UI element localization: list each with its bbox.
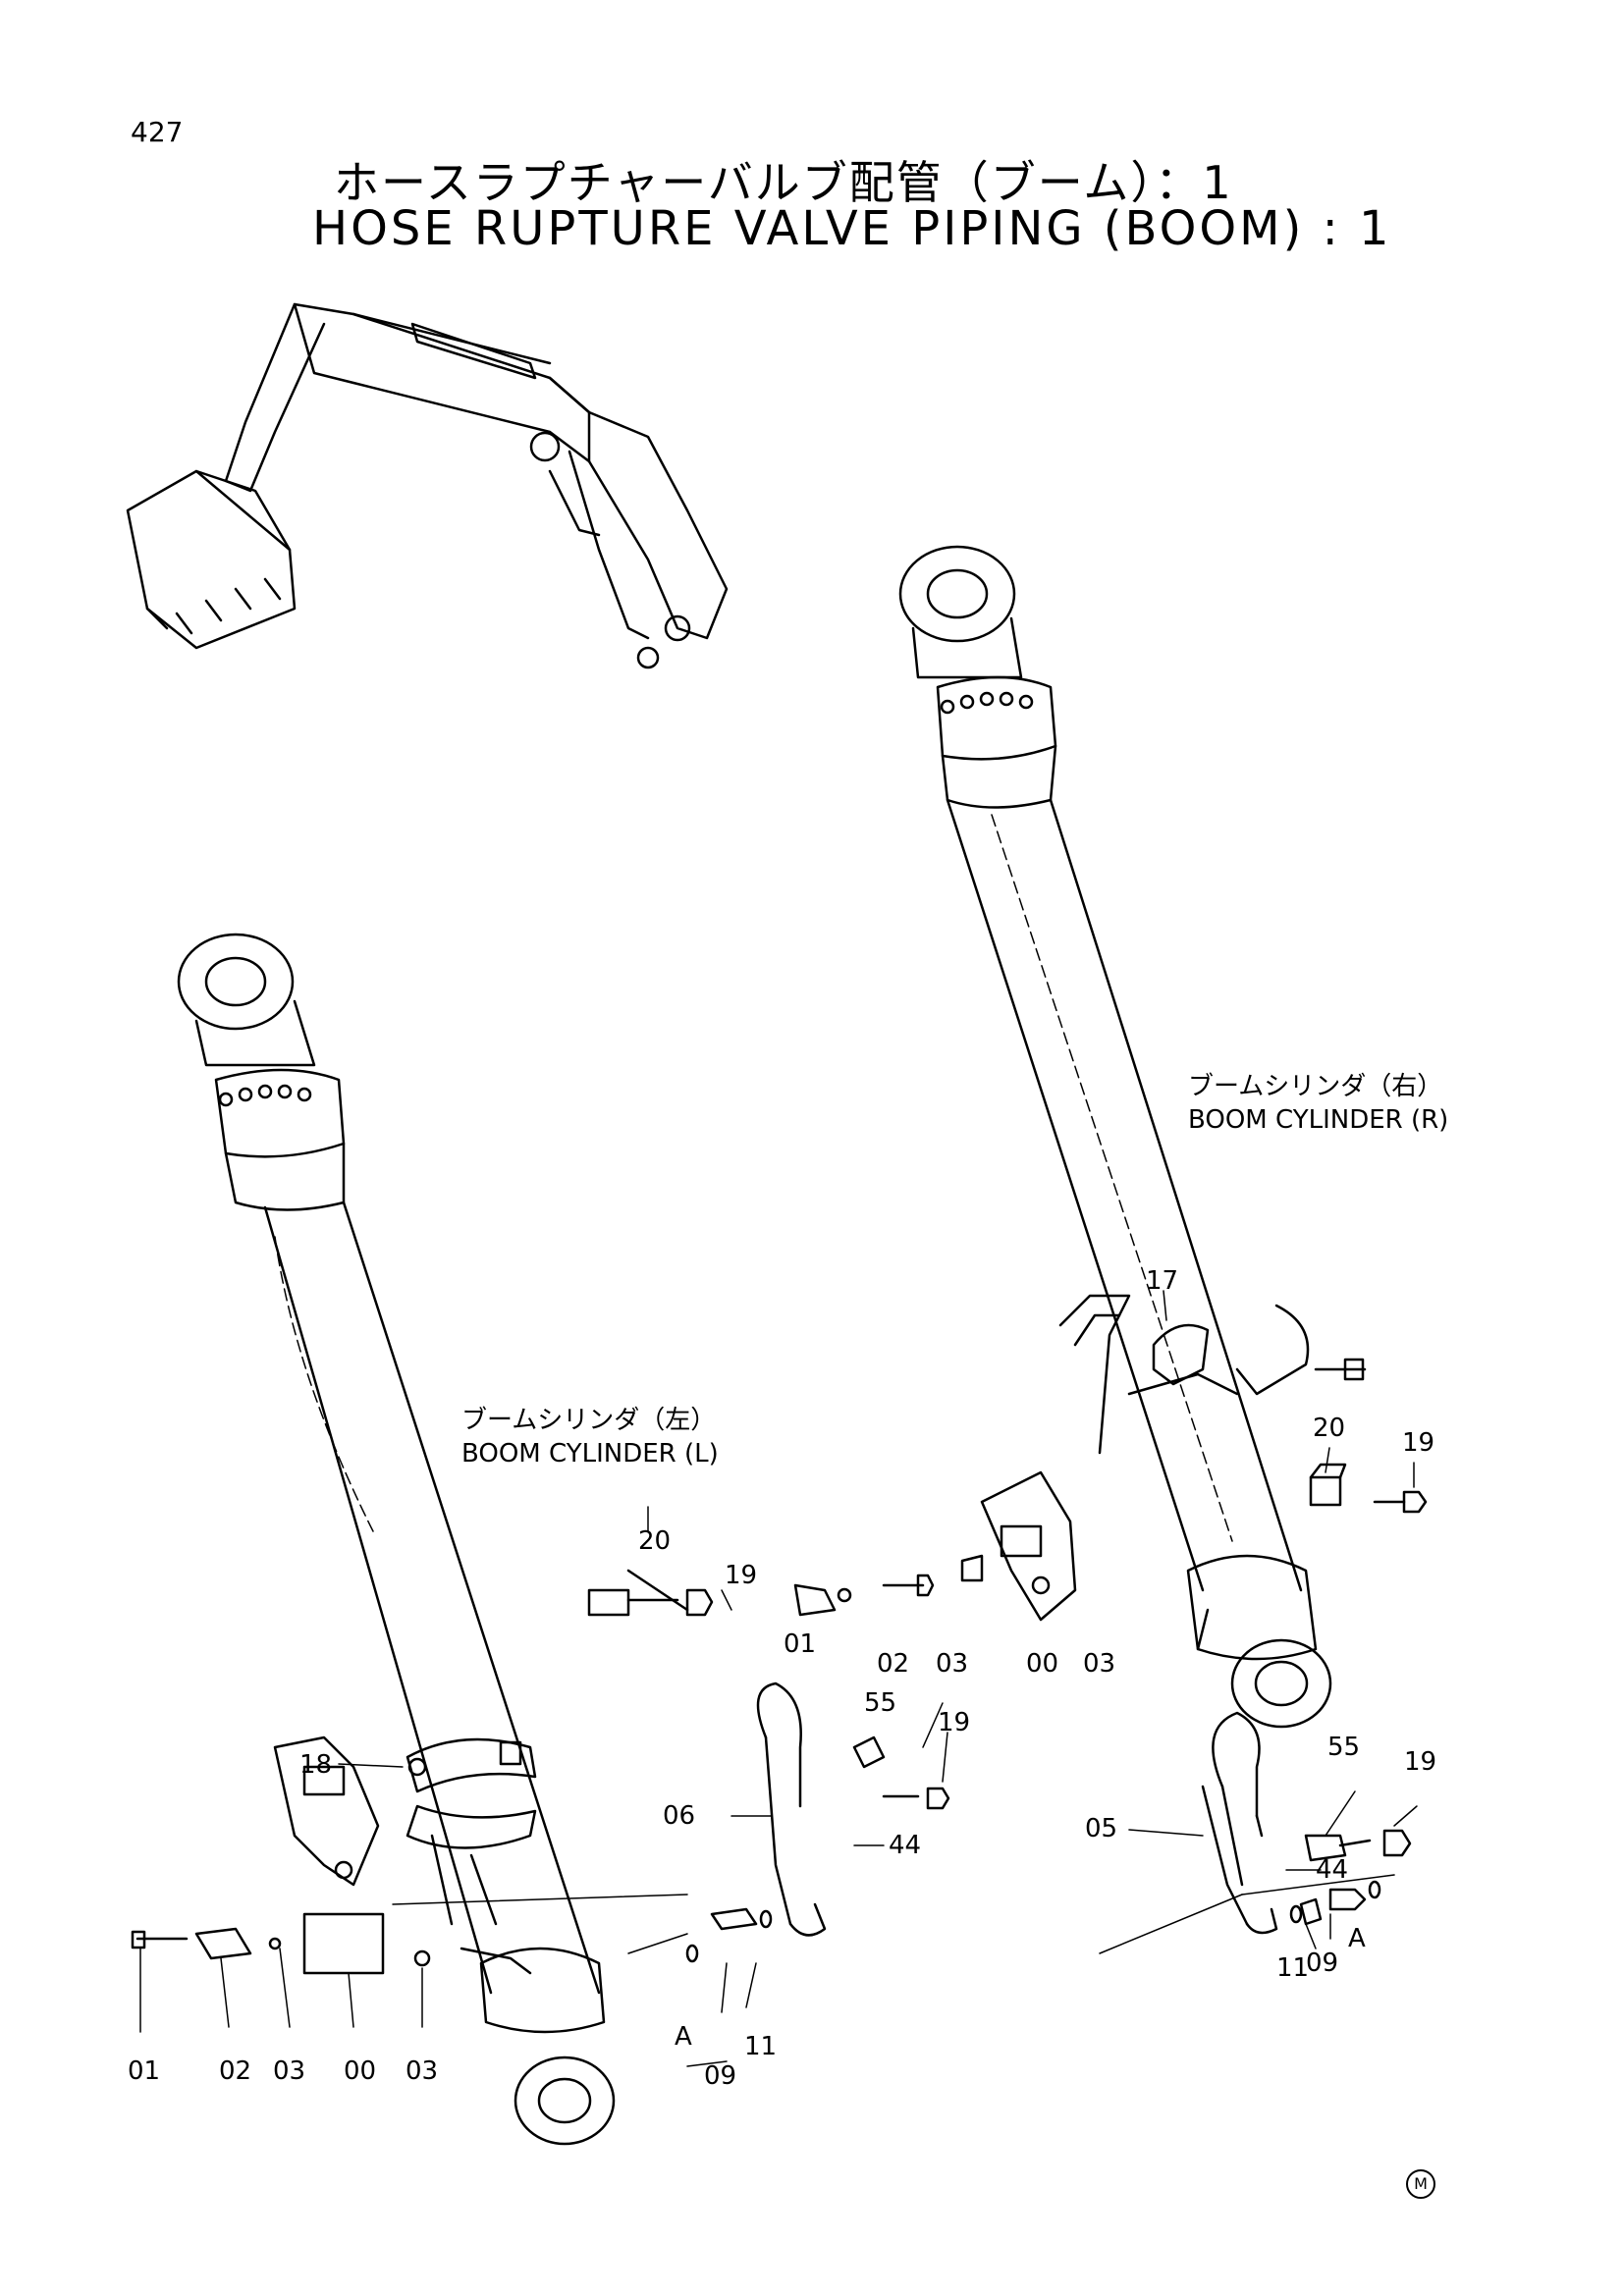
callout-02: 02 xyxy=(219,2056,252,2086)
cylinder-left-jp: ブームシリンダ（左） xyxy=(461,1406,717,1435)
callout-55: 55 xyxy=(1327,1733,1361,1762)
callout-11: 11 xyxy=(1276,1953,1310,1983)
callout-01: 01 xyxy=(128,2056,161,2086)
callout-03: 03 xyxy=(1083,1649,1116,1679)
callout-02: 02 xyxy=(877,1649,910,1679)
callout-03: 03 xyxy=(406,2056,439,2086)
callout-20: 20 xyxy=(638,1526,672,1556)
callout-11: 11 xyxy=(744,2032,778,2061)
callout-03: 03 xyxy=(936,1649,969,1679)
callout-03: 03 xyxy=(273,2056,306,2086)
registered-mark: M xyxy=(1406,2169,1435,2199)
callout-55: 55 xyxy=(864,1688,897,1718)
callout-a: A xyxy=(1348,1924,1366,1953)
callout-17: 17 xyxy=(1146,1266,1179,1296)
page-number: 427 xyxy=(131,116,184,148)
callout-44: 44 xyxy=(1316,1855,1349,1885)
callout-05: 05 xyxy=(1085,1814,1118,1843)
cylinder-left-label: ブームシリンダ（左） BOOM CYLINDER (L) xyxy=(461,1404,719,1470)
title-english: HOSE RUPTURE VALVE PIPING (BOOM) : 1 xyxy=(312,201,1392,256)
callout-19: 19 xyxy=(938,1708,971,1737)
callout-18: 18 xyxy=(299,1750,333,1780)
callout-00: 00 xyxy=(1026,1649,1059,1679)
title-japanese: ホースラプチャーバルブ配管（ブーム）：1 xyxy=(334,156,1233,209)
callout-19: 19 xyxy=(725,1561,758,1590)
callout-a: A xyxy=(675,2022,692,2052)
excavator-attachment-illustration xyxy=(126,302,729,669)
boom-cylinder-right xyxy=(898,545,1332,1729)
right-hardware xyxy=(793,1294,1428,1935)
cylinder-right-label: ブームシリンダ（右） BOOM CYLINDER (R) xyxy=(1188,1070,1448,1137)
callout-20: 20 xyxy=(1313,1414,1346,1443)
callout-09: 09 xyxy=(704,2061,737,2091)
callout-09: 09 xyxy=(1306,1949,1339,1978)
boom-cylinder-left xyxy=(177,933,616,2146)
left-hardware xyxy=(131,1569,950,1975)
cylinder-right-en: BOOM CYLINDER (R) xyxy=(1188,1105,1449,1135)
callout-19: 19 xyxy=(1402,1428,1435,1458)
leader-lines xyxy=(139,1290,1418,2067)
cylinder-left-en: BOOM CYLINDER (L) xyxy=(461,1439,719,1468)
callout-06: 06 xyxy=(663,1801,696,1831)
callout-44: 44 xyxy=(889,1831,922,1860)
cylinder-right-jp: ブームシリンダ（右） xyxy=(1188,1072,1443,1101)
callout-01: 01 xyxy=(784,1629,817,1659)
callout-00: 00 xyxy=(344,2056,377,2086)
callout-19: 19 xyxy=(1404,1747,1437,1777)
